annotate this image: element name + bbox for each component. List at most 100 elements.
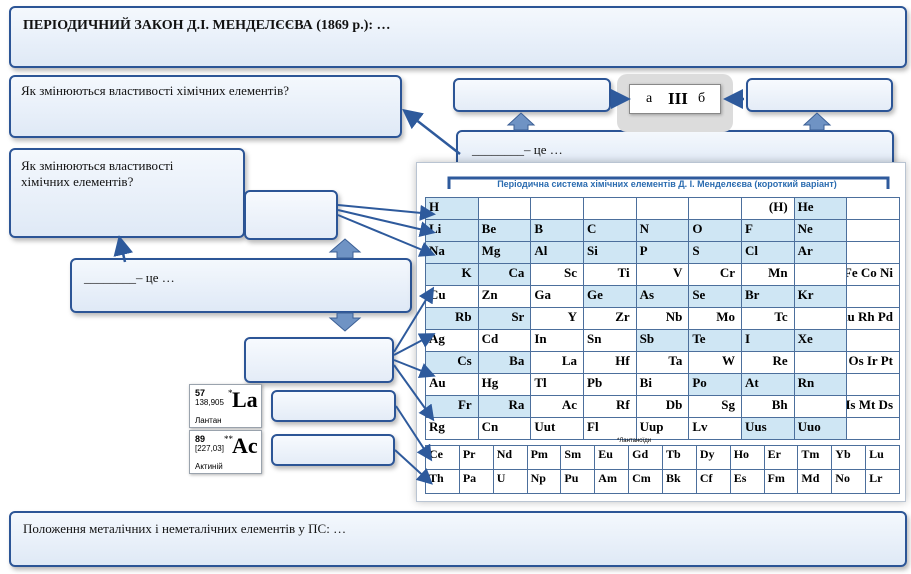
f-block-cell: Md: [798, 470, 833, 494]
element-symbol: Ba: [509, 353, 525, 368]
table-cell: Ba: [478, 352, 532, 374]
question-box-1[interactable]: Як змінюються властивості хімічних елеме…: [9, 75, 402, 138]
element-symbol: B: [534, 221, 543, 236]
element-symbol: Ra: [508, 397, 525, 412]
element-symbol: Se: [692, 287, 706, 302]
element-symbol: Fe Co Ni: [847, 265, 893, 280]
element-symbol: Rg: [429, 419, 445, 434]
element-symbol: Cd: [481, 331, 499, 346]
element-symbol: No: [835, 471, 850, 485]
table-cell: Uup: [636, 418, 690, 440]
law-definition-box[interactable]: ПЕРІОДИЧНИЙ ЗАКОН Д.І. МЕНДЕЛЄЄВА (1869 …: [9, 6, 907, 68]
element-symbol: Sn: [587, 331, 602, 346]
table-cell: Cs: [426, 352, 479, 374]
element-symbol: Te: [692, 331, 706, 346]
element-symbol: Cf: [699, 471, 713, 485]
subgroup-b-answer-box[interactable]: [746, 78, 893, 112]
element-symbol: Mo: [716, 309, 735, 324]
table-cell: (H): [742, 198, 795, 220]
ac-name: Актиній: [195, 462, 223, 471]
element-symbol: I: [745, 331, 751, 346]
periodic-table-title: Періодична система хімічних елементів Д.…: [497, 179, 837, 189]
element-symbol: Bh: [771, 397, 788, 412]
la-number: 57: [195, 388, 206, 398]
answer-box-lanthanides[interactable]: [271, 390, 396, 422]
table-cell: Tl: [531, 374, 584, 396]
element-symbol: Ta: [668, 353, 683, 368]
table-cell: Pb: [584, 374, 637, 396]
table-cell: Ru Rh Pd: [847, 308, 900, 330]
answer-box-group[interactable]: [244, 190, 338, 240]
table-cell: [636, 198, 690, 220]
element-symbol: Uup: [639, 419, 664, 434]
table-cell: Rn: [794, 374, 848, 396]
element-symbol: Fm: [767, 471, 785, 485]
element-symbol: Cn: [481, 419, 499, 434]
element-symbol: Es: [733, 471, 747, 485]
element-symbol: Uus: [745, 419, 767, 434]
table-cell: Ac: [531, 396, 584, 418]
subgroup-b-label: б: [698, 91, 706, 106]
metals-position-box[interactable]: Положення металічних і неметалічних елем…: [9, 511, 907, 567]
table-cell: Os Ir Pt: [847, 352, 900, 374]
question-2-line2: хімічних елементів?: [21, 174, 134, 189]
element-symbol: Os Ir Pt: [848, 353, 893, 368]
f-block-cell: Cm: [629, 470, 663, 494]
table-cell: Se: [689, 286, 742, 308]
table-cell: Mn: [742, 264, 795, 286]
table-cell: Cn: [478, 418, 532, 440]
f-block-cell: Yb: [832, 446, 867, 470]
table-cell: Nb: [636, 308, 690, 330]
element-symbol: Md: [801, 471, 820, 485]
f-block-cell: Tm: [798, 446, 833, 470]
la-mass: 138,905: [195, 398, 224, 407]
period-definition-box[interactable]: ________– це …: [70, 258, 412, 313]
table-cell: [847, 242, 900, 264]
element-symbol: Hs Mt Ds: [847, 397, 893, 412]
element-symbol: Zn: [481, 287, 498, 302]
answer-box-actinides[interactable]: [271, 434, 395, 466]
element-symbol: Lr: [869, 471, 883, 485]
element-symbol: Fl: [587, 419, 599, 434]
table-cell: [847, 418, 900, 440]
la-symbol: La: [232, 387, 258, 412]
table-cell: Zn: [478, 286, 532, 308]
answer-box-period[interactable]: [244, 337, 394, 383]
element-symbol: Br: [745, 287, 760, 302]
f-block-cell: Fm: [764, 470, 799, 494]
table-cell: B: [531, 220, 584, 242]
table-cell: Po: [689, 374, 742, 396]
element-symbol: Zr: [615, 309, 630, 324]
f-block-cell: Es: [730, 470, 765, 494]
table-cell: [794, 352, 848, 374]
table-cell: He: [794, 198, 848, 220]
f-block-cell: U: [493, 470, 528, 494]
question-box-2[interactable]: Як змінюються властивості хімічних елеме…: [9, 148, 245, 238]
period-definition-text: ________– це …: [84, 270, 175, 285]
f-block-cell: Bk: [663, 470, 697, 494]
table-cell: Sr: [478, 308, 532, 330]
element-symbol: Uut: [534, 419, 556, 434]
table-cell: Ra: [478, 396, 532, 418]
table-cell: Rb: [426, 308, 479, 330]
table-cell: Tc: [742, 308, 795, 330]
la-mark: *: [228, 388, 233, 398]
element-symbol: (H): [768, 199, 788, 214]
subgroup-a-label: а: [646, 91, 653, 106]
table-cell: S: [689, 242, 742, 264]
table-cell: P: [636, 242, 690, 264]
table-cell: Sc: [531, 264, 584, 286]
table-cell: I: [742, 330, 795, 352]
table-cell: [847, 286, 900, 308]
law-title: ПЕРІОДИЧНИЙ ЗАКОН Д.І. МЕНДЕЛЄЄВА (1869 …: [23, 18, 391, 33]
table-cell: Fl: [584, 418, 637, 440]
element-symbol: Pb: [587, 375, 603, 390]
ac-mass: [227,03]: [195, 444, 224, 453]
element-symbol: Sc: [564, 265, 577, 280]
element-symbol: Bi: [639, 375, 652, 390]
element-symbol: Nb: [665, 309, 683, 324]
subgroup-a-answer-box[interactable]: [453, 78, 611, 112]
table-cell: Br: [742, 286, 795, 308]
table-cell: [847, 330, 900, 352]
element-symbol: Np: [530, 471, 546, 485]
